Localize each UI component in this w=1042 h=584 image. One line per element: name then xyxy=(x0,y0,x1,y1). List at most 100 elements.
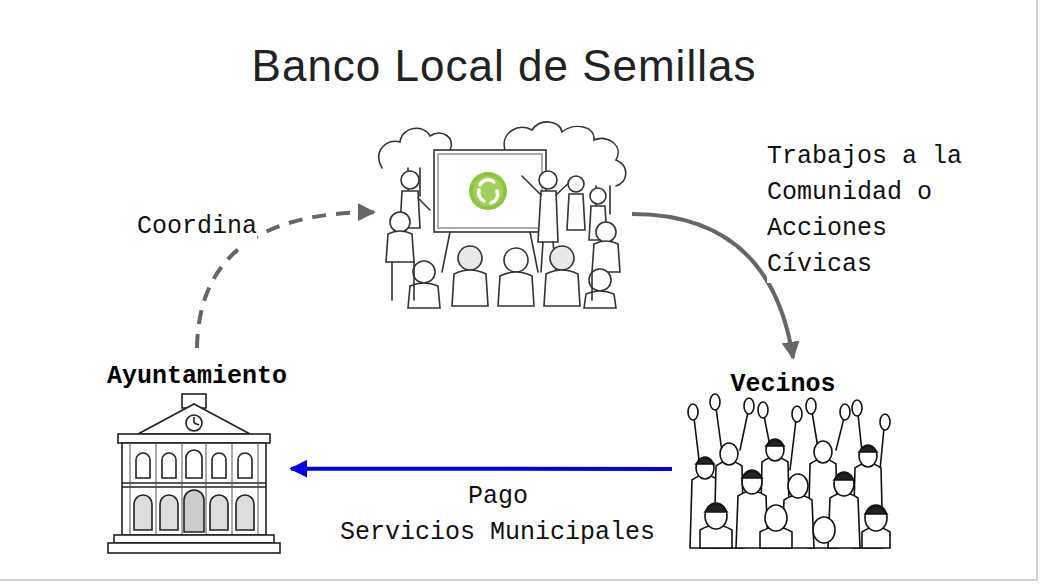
meeting-illustration-part xyxy=(469,172,507,210)
town-hall-illustration-part xyxy=(134,495,152,530)
meeting-illustration-part xyxy=(491,191,498,203)
meeting-illustration-part xyxy=(480,180,494,185)
connector-label: Coordina xyxy=(137,209,257,245)
town-hall-illustration-part xyxy=(194,417,199,425)
meeting-illustration-part xyxy=(609,186,611,214)
crowd-illustration-part xyxy=(859,445,877,467)
meeting-illustration-part xyxy=(541,242,543,272)
town-hall-illustration-part xyxy=(236,495,254,530)
meeting-illustration-part xyxy=(568,176,584,192)
town-hall-illustration-part xyxy=(184,490,204,532)
meeting-illustration-part xyxy=(386,231,414,262)
town-hall-illustration-part xyxy=(212,453,226,478)
node-heading: Ayuntamiento xyxy=(103,362,291,392)
crowd-illustration-part xyxy=(834,472,854,496)
meeting-illustration-part xyxy=(479,190,484,201)
meeting-illustration-part xyxy=(392,262,592,300)
meeting-illustration-part xyxy=(590,188,606,204)
crowd-illustration-part xyxy=(828,493,860,548)
crowd-illustration-part xyxy=(705,504,727,512)
connector-label: Trabajos a la Comunidad o Acciones Cívic… xyxy=(767,139,967,283)
meeting-illustration-part xyxy=(401,171,419,189)
crowd-illustration-part xyxy=(766,440,784,446)
town-hall-illustration-part xyxy=(118,434,270,443)
crowd-illustration-part xyxy=(790,420,796,470)
node-heading: Vecinos xyxy=(672,370,894,400)
town-hall-illustration-part xyxy=(162,453,176,478)
meeting-illustration-part xyxy=(418,198,430,210)
meeting-illustration-part xyxy=(522,176,541,195)
crowd-illustration-part xyxy=(814,441,832,463)
crowd-illustration-part xyxy=(880,428,884,470)
meeting-illustration-part xyxy=(592,241,620,272)
town-hall-illustration-part xyxy=(122,482,266,484)
crowd-illustration-part xyxy=(858,414,862,452)
town-hall-illustration-part xyxy=(130,443,258,535)
meeting-picture-node xyxy=(378,120,632,312)
meeting-illustration-part xyxy=(567,194,585,230)
crowd-illustration-part xyxy=(840,404,850,420)
crowd-illustration-part xyxy=(696,458,714,464)
town-hall-node: Ayuntamiento xyxy=(103,362,291,556)
crowd-illustration-part xyxy=(813,517,835,543)
crowd-illustration-part xyxy=(742,471,762,478)
crowd-illustration-part xyxy=(716,408,722,452)
crowd-illustration-part xyxy=(788,474,808,498)
town-hall-illustration-part xyxy=(186,450,202,478)
crowd-illustration-part xyxy=(720,443,738,465)
crowd-illustration-part xyxy=(859,446,877,452)
crowd-illustration-part xyxy=(865,505,887,531)
connector-label: Pago Servicios Municipales xyxy=(340,479,660,551)
meeting-illustration-part xyxy=(413,261,435,283)
meeting-illustration-part xyxy=(544,270,580,306)
meeting-illustration-part xyxy=(438,154,542,228)
crowd-illustration-part xyxy=(705,503,727,529)
meeting-illustration-part xyxy=(539,171,557,189)
town-hall-illustration-part xyxy=(108,543,280,553)
meeting-illustration-part xyxy=(596,222,616,242)
crowd-illustration-part xyxy=(765,505,787,531)
crowd-illustration-part xyxy=(880,414,890,430)
crowd-illustration-part xyxy=(834,473,854,480)
meeting-illustration xyxy=(379,122,626,308)
meeting-illustration-part xyxy=(504,248,528,272)
neighbours-node: Vecinos xyxy=(672,370,894,550)
connector-arrow xyxy=(291,467,672,471)
town-hall-illustration xyxy=(108,394,280,553)
town-hall-illustration-part xyxy=(114,535,274,543)
slide-frame-part xyxy=(0,579,1037,581)
crowd-illustration-part xyxy=(792,406,802,422)
meeting-illustration-part xyxy=(452,270,488,306)
town-hall-illustration-part xyxy=(160,495,178,530)
meeting-illustration-part xyxy=(473,176,503,206)
town-hall-illustration-part xyxy=(122,486,266,488)
slide-frame-part xyxy=(1036,0,1038,581)
meeting-illustration-part xyxy=(498,272,534,306)
crowd-illustration-part xyxy=(758,402,768,418)
crowd-illustration-part xyxy=(696,457,714,479)
crowd-illustration-part xyxy=(740,412,748,450)
town-hall-illustration-part xyxy=(136,453,150,478)
town-hall-illustration-part xyxy=(186,415,202,431)
crowd-illustration xyxy=(688,394,890,548)
town-hall-illustration-part xyxy=(238,453,252,478)
meeting-illustration-part xyxy=(390,212,410,232)
crowd-illustration-part xyxy=(766,439,784,461)
crowd-illustration-part xyxy=(744,398,754,414)
meeting-illustration-part xyxy=(442,232,450,272)
crowd-illustration-part xyxy=(688,404,698,420)
meeting-illustration-part xyxy=(550,246,574,270)
diagram-title: Banco Local de Semillas xyxy=(0,36,1008,96)
town-hall-illustration-part xyxy=(210,495,228,530)
crowd-illustration-part xyxy=(865,506,887,514)
crowd-illustration-part xyxy=(806,398,816,414)
town-hall-illustration-part xyxy=(122,443,266,535)
meeting-illustration-part xyxy=(408,283,440,308)
crowd-illustration-part xyxy=(852,400,862,416)
meeting-illustration-part xyxy=(434,150,546,232)
crowd-illustration-part xyxy=(710,394,720,410)
meeting-illustration-part xyxy=(458,246,482,270)
crowd-illustration-part xyxy=(742,470,762,494)
